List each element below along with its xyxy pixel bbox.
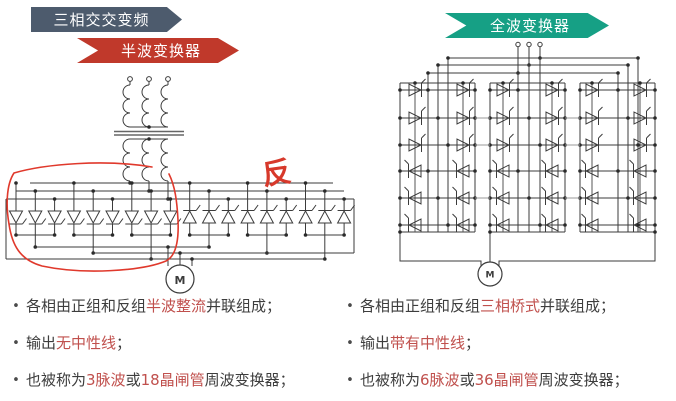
handwritten-annotation: 反 bbox=[260, 154, 293, 192]
bullet-text: 也被称为6脉波或36晶闸管周波变换器； bbox=[360, 371, 629, 389]
bullet-marker: • bbox=[346, 336, 354, 351]
half-wave-motor-label: M bbox=[175, 274, 186, 287]
full-wave-motor-label: M bbox=[486, 271, 495, 281]
full-wave-banner-label: 全波变换器 bbox=[489, 17, 570, 35]
topic-banner: 三相交交变频 bbox=[31, 7, 182, 32]
bullet-list-half-wave: • 各相由正组和反组半波整流并联组成； • 输出无中性线； • 也被称为3脉波或… bbox=[6, 296, 338, 401]
bullet-item: • 输出无中性线； bbox=[6, 333, 338, 355]
full-wave-wiring bbox=[398, 41, 657, 267]
bullet-item: • 各相由正组和反组三相桥式并联组成； bbox=[340, 296, 674, 318]
bullet-marker: • bbox=[346, 299, 354, 314]
bullet-marker: • bbox=[12, 373, 20, 388]
red-annotation: 反 bbox=[6, 154, 294, 272]
half-wave-motor bbox=[165, 264, 195, 294]
half-wave-circuit-diagram: M 反 bbox=[5, 76, 356, 294]
bullet-text: 输出带有中性线； bbox=[360, 334, 481, 352]
bullet-marker: • bbox=[12, 336, 20, 351]
bullet-list-full-wave: • 各相由正组和反组三相桥式并联组成； • 输出带有中性线； • 也被称为6脉波… bbox=[340, 296, 674, 401]
topic-banner-label: 三相交交变频 bbox=[53, 11, 150, 29]
bullet-item: • 也被称为6脉波或36晶闸管周波变换器； bbox=[340, 370, 674, 392]
full-wave-circuit-diagram: M bbox=[398, 41, 657, 287]
bullet-text: 各相由正组和反组三相桥式并联组成； bbox=[360, 297, 616, 315]
half-wave-banner-label: 半波变换器 bbox=[120, 42, 201, 60]
bullet-text: 各相由正组和反组半波整流并联组成； bbox=[26, 297, 282, 315]
full-wave-motor bbox=[477, 261, 503, 287]
bullet-text: 输出无中性线； bbox=[26, 334, 132, 352]
bullet-item: • 输出带有中性线； bbox=[340, 333, 674, 355]
bullet-text: 也被称为3脉波或18晶闸管周波变换器； bbox=[26, 371, 295, 389]
bullet-marker: • bbox=[346, 373, 354, 388]
half-wave-wiring bbox=[5, 76, 356, 266]
bullet-item: • 各相由正组和反组半波整流并联组成； bbox=[6, 296, 338, 318]
bullet-item: • 也被称为3脉波或18晶闸管周波变换器； bbox=[6, 370, 338, 392]
full-wave-banner: 全波变换器 bbox=[445, 13, 609, 38]
bullet-marker: • bbox=[12, 299, 20, 314]
half-wave-banner: 半波变换器 bbox=[77, 38, 239, 63]
